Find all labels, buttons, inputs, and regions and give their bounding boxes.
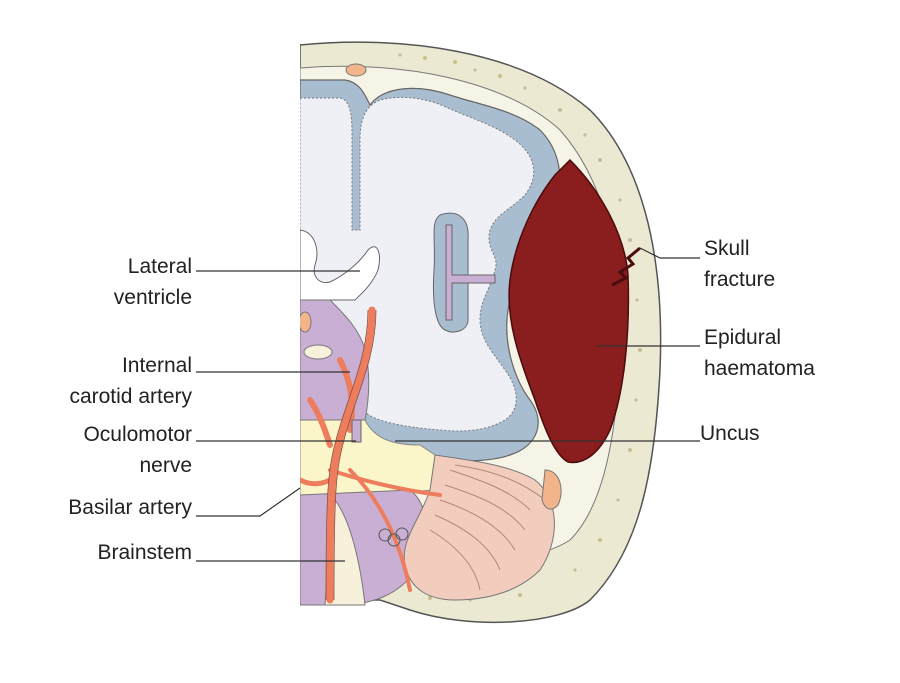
label-line: Internal	[121, 354, 192, 377]
petrous-bone	[541, 469, 562, 510]
leader-skull-fracture	[639, 247, 700, 259]
label-skull-fracture: Skull fracture	[704, 233, 775, 295]
label-line: nerve	[139, 454, 192, 477]
label-line: haematoma	[704, 357, 815, 380]
middle-cerebral-vessel	[445, 224, 496, 321]
cerebellar-folia	[429, 464, 546, 591]
pituitary-structure	[303, 344, 333, 360]
leader-lines	[196, 247, 700, 562]
label-internal-carotid-artery: Internal carotid artery	[69, 350, 192, 412]
vessel-loops	[378, 527, 409, 547]
label-lateral-ventricle: Lateral ventricle	[114, 251, 192, 313]
superior-sagittal-sinus	[345, 63, 367, 77]
skull-fracture-line	[611, 246, 641, 287]
bone-texture	[398, 53, 642, 602]
leader-basilar	[196, 487, 301, 517]
label-brainstem: Brainstem	[97, 537, 192, 568]
label-line: fracture	[704, 268, 776, 291]
label-line: carotid artery	[69, 385, 192, 408]
label-uncus: Uncus	[700, 418, 760, 449]
label-line: Uncus	[700, 422, 760, 445]
label-line: ventricle	[113, 286, 192, 309]
label-line: Lateral	[127, 255, 192, 278]
oculomotor-nerve-shape	[351, 419, 362, 443]
artery-outlines	[325, 309, 377, 601]
label-line: Oculomotor	[83, 423, 192, 446]
epidural-haematoma	[508, 158, 630, 464]
label-line: Epidural	[704, 326, 782, 349]
lateral-ventricle	[300, 229, 381, 301]
label-line: Basilar artery	[68, 496, 192, 519]
arteries	[300, 306, 442, 604]
cerebellum	[403, 454, 555, 601]
label-oculomotor-nerve: Oculomotor nerve	[83, 419, 192, 481]
label-epidural-haematoma: Epidural haematoma	[704, 322, 815, 384]
label-line: Skull	[704, 237, 750, 260]
label-line: Brainstem	[97, 541, 192, 564]
optic-structure	[300, 311, 312, 333]
label-basilar-artery: Basilar artery	[68, 492, 192, 523]
